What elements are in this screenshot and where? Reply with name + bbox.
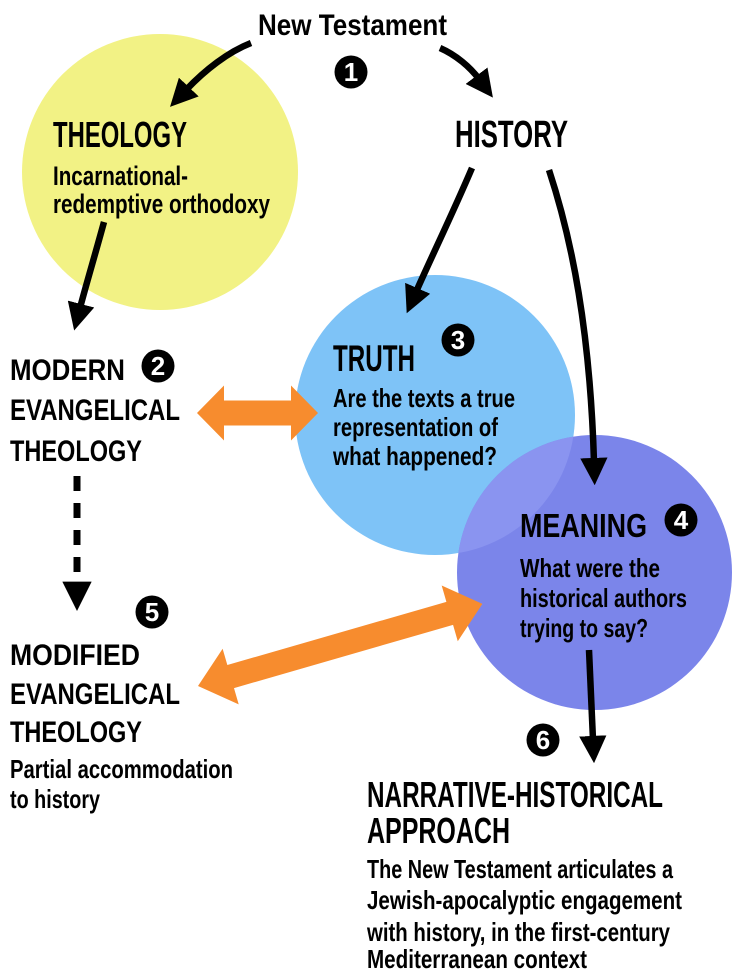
- theology-sub-line2: redemptive orthodoxy: [53, 189, 270, 219]
- badge-6-number: 6: [536, 725, 550, 755]
- badge-1-number: 1: [344, 57, 358, 87]
- badge-5-number: 5: [145, 597, 159, 627]
- badge-1: 1: [334, 55, 368, 89]
- narrative-sub-line3: with history, in the first-century: [366, 917, 670, 947]
- badge-4-number: 4: [674, 505, 689, 535]
- theology-title: THEOLOGY: [53, 114, 187, 155]
- modern-line3: THEOLOGY: [10, 435, 142, 468]
- badge-6: 6: [526, 723, 560, 757]
- badge-3-circle: [441, 323, 475, 357]
- arrow-newtestament-to-theology: [170, 39, 253, 107]
- modified-line1: MODIFIED: [10, 639, 140, 672]
- truth-sub-line2: representation of: [333, 412, 498, 442]
- badge-6-circle: [526, 723, 560, 757]
- new-testament-label: New Testament: [258, 9, 447, 42]
- badge-2-number: 2: [151, 351, 165, 381]
- truth-sub-line1: Are the texts a true: [333, 383, 515, 413]
- history-title: HISTORY: [455, 114, 568, 156]
- meaning-sub-line2: historical authors: [520, 583, 687, 613]
- arrow-newtestament-to-history: [438, 45, 493, 98]
- modified-line3: THEOLOGY: [10, 716, 142, 749]
- modified-sub-line2: to history: [10, 784, 100, 814]
- arrow-history-to-meaning: [545, 168, 608, 486]
- narrative-line1: NARRATIVE-HISTORICAL: [367, 774, 663, 815]
- truth-sub-line3: what happened?: [332, 441, 497, 471]
- theology-circle: [22, 34, 298, 310]
- arrow-history-to-truth: [405, 166, 475, 314]
- meaning-sub-line3: trying to say?: [520, 613, 648, 643]
- meaning-sub-line1: What were the: [520, 553, 660, 583]
- badge-4: 4: [664, 503, 698, 537]
- badge-3-number: 3: [451, 325, 465, 355]
- meaning-title: MEANING: [520, 507, 647, 544]
- truth-title: TRUTH: [333, 338, 415, 379]
- narrative-line2: APPROACH: [367, 810, 510, 851]
- truth-meaning-overlap: [457, 435, 575, 555]
- badge-5-circle: [135, 595, 169, 629]
- narrative-sub-line4: Mediterranean context: [367, 944, 587, 974]
- arrow-meaning-to-narrative: [579, 649, 607, 764]
- modified-sub-line1: Partial accommodation: [10, 754, 233, 784]
- modern-line2: EVANGELICAL: [10, 394, 180, 427]
- badge-2-circle: [141, 349, 175, 383]
- double-arrow-modern-truth: [197, 385, 318, 441]
- badge-2: 2: [141, 349, 175, 383]
- badge-5: 5: [135, 595, 169, 629]
- theology-sub-line1: Incarnational-: [53, 161, 188, 191]
- modified-line2: EVANGELICAL: [10, 678, 180, 711]
- badge-3: 3: [441, 323, 475, 357]
- modern-line1: MODERN: [10, 354, 125, 387]
- narrative-sub-line2: Jewish-apocalyptic engagement: [367, 885, 682, 915]
- narrative-sub-line1: The New Testament articulates a: [367, 854, 673, 884]
- double-arrow-modified-meaning: [198, 585, 483, 705]
- arrow-theology-to-modern: [67, 221, 108, 331]
- badge-1-circle: [334, 55, 368, 89]
- badge-4-circle: [664, 503, 698, 537]
